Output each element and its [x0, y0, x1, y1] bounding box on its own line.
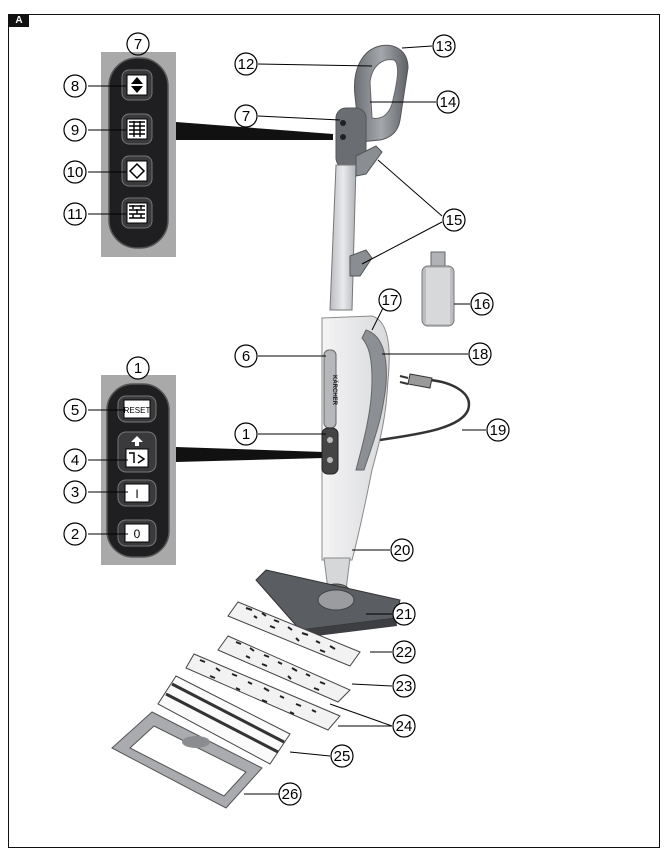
- zoom-wedge-bottom: [176, 447, 324, 462]
- svg-text:12: 12: [238, 56, 255, 73]
- callout-10: 10: [63, 160, 87, 184]
- callout-26: 26: [278, 782, 302, 806]
- reset-button-label: RESET: [124, 406, 151, 415]
- brand-logo: KÄRCHER: [331, 375, 338, 406]
- callout-11: 11: [63, 202, 87, 226]
- callout-18: 18: [468, 342, 492, 366]
- callout-6: 6: [234, 344, 258, 368]
- svg-text:9: 9: [71, 122, 79, 139]
- svg-text:24: 24: [396, 718, 413, 735]
- svg-text:17: 17: [382, 292, 399, 309]
- steam-level-icon: [126, 74, 148, 96]
- svg-text:7: 7: [242, 108, 250, 125]
- power-cord: [379, 373, 471, 442]
- carpet-glider-cloth: [157, 675, 291, 765]
- callout-4: 4: [63, 448, 87, 472]
- svg-text:16: 16: [474, 296, 491, 313]
- carpet-glider-frame: [111, 711, 263, 809]
- callout-23: 23: [392, 674, 416, 698]
- svg-text:26: 26: [282, 786, 299, 803]
- svg-text:5: 5: [71, 402, 79, 419]
- callout-8: 8: [63, 74, 87, 98]
- callout-7-top: 7: [126, 32, 150, 56]
- svg-text:25: 25: [334, 748, 351, 765]
- off-button-label: 0: [134, 527, 141, 541]
- floor-cloth-24: [185, 653, 341, 731]
- callout-22: 22: [392, 640, 416, 664]
- callout-15: 15: [442, 208, 466, 232]
- svg-text:10: 10: [67, 164, 84, 181]
- callout-25: 25: [330, 744, 354, 768]
- svg-text:8: 8: [71, 78, 79, 95]
- callout-1: 1: [234, 422, 258, 446]
- arrow-up-icon: [131, 436, 143, 446]
- anti-calc-cartridge: [421, 251, 455, 327]
- water-tank: [355, 329, 387, 471]
- leader-lines: [88, 45, 486, 795]
- svg-text:4: 4: [71, 452, 79, 469]
- floor-cloth-22: [227, 601, 361, 667]
- svg-text:7: 7: [134, 36, 142, 53]
- svg-text:13: 13: [436, 38, 453, 55]
- svg-text:18: 18: [472, 346, 489, 363]
- steam-mop: KÄRCHER: [255, 44, 409, 638]
- callout-17: 17: [378, 288, 402, 312]
- control-panel-top: [101, 52, 176, 257]
- callout-12: 12: [234, 52, 258, 76]
- figure-tag: A: [9, 15, 29, 27]
- callout-3: 3: [63, 480, 87, 504]
- callout-19: 19: [486, 418, 510, 442]
- callout-13: 13: [432, 34, 456, 58]
- svg-text:22: 22: [396, 644, 413, 661]
- svg-text:11: 11: [67, 206, 83, 223]
- callout-1-top: 1: [126, 356, 150, 380]
- svg-text:6: 6: [242, 348, 250, 365]
- svg-text:15: 15: [446, 212, 463, 229]
- callouts: 7 8 9 10 11 12 13 14 7 15 16 17 18 6 1 5…: [63, 32, 510, 806]
- svg-text:19: 19: [490, 422, 507, 439]
- svg-text:23: 23: [396, 678, 413, 695]
- cord-hook-upper: [355, 145, 383, 177]
- on-button-label: I: [135, 487, 138, 501]
- callout-24: 24: [392, 714, 416, 738]
- mop-cloth-icon: [125, 448, 149, 468]
- figure-frame: [8, 14, 660, 848]
- callout-7: 7: [234, 104, 258, 128]
- floor-cloth-23: [217, 635, 351, 703]
- callout-9: 9: [63, 118, 87, 142]
- svg-text:14: 14: [440, 94, 457, 111]
- svg-text:3: 3: [71, 484, 79, 501]
- callout-2: 2: [63, 522, 87, 546]
- control-panel-bottom: RESET I 0: [101, 375, 176, 565]
- svg-text:21: 21: [396, 606, 413, 623]
- stone-floor-icon: [126, 160, 148, 182]
- callout-20: 20: [390, 538, 414, 562]
- callout-16: 16: [470, 292, 494, 316]
- zoom-wedge-top: [176, 122, 333, 140]
- svg-text:1: 1: [242, 426, 250, 443]
- svg-text:2: 2: [71, 526, 79, 543]
- callout-14: 14: [436, 90, 460, 114]
- svg-text:1: 1: [134, 360, 142, 377]
- callout-21: 21: [392, 602, 416, 626]
- cord-hook-lower: [349, 249, 373, 277]
- callout-5: 5: [63, 398, 87, 422]
- svg-text:20: 20: [394, 542, 411, 559]
